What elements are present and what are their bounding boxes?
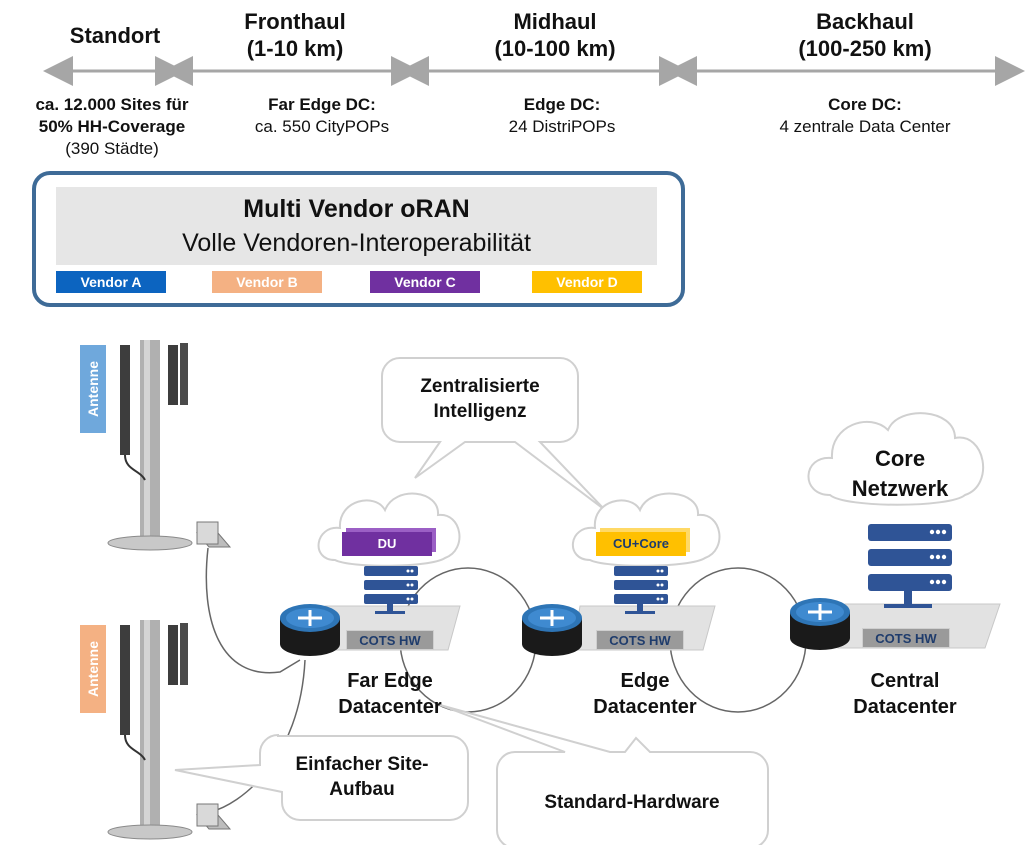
antenna-mast-bottom [107,620,232,840]
vendor-d-badge: Vendor D [532,271,642,293]
vendor-b-badge: Vendor B [212,271,322,293]
router-far-edge [280,604,340,656]
server-far-edge [364,566,418,614]
dc-label-central: Central Datacenter [853,670,957,718]
desc-standort: ca. 12.000 Sites für 50% HH-Coverage (39… [35,95,189,158]
header-fronthaul: Fronthaul (1-10 km) [244,9,346,61]
fiber-line-top [205,547,301,674]
core-network-label: Core Netzwerk [851,446,949,501]
dc-label-edge: Edge Datacenter [593,670,697,718]
desc-fronthaul: Far Edge DC: ca. 550 CityPOPs [254,95,390,136]
server-dots [406,529,947,601]
oran-title: Multi Vendor oRAN [243,195,470,223]
bubble-site-text: Einfacher Site- Aufbau [295,754,429,800]
antenna-label-bottom: Antenne [80,625,106,713]
bubble-site [174,733,469,821]
cots-far-edge: COTS HW [346,630,434,650]
oran-panel: Multi Vendor oRAN Volle Vendoren-Interop… [32,171,685,307]
bubble-hardware [439,704,769,845]
header-backhaul: Backhaul (100-250 km) [798,9,932,61]
dc-label-far-edge: Far Edge Datacenter [338,670,442,718]
vendor-c-badge: Vendor C [370,271,480,293]
router-edge [522,604,582,656]
oran-inner: Multi Vendor oRAN Volle Vendoren-Interop… [56,187,657,265]
cucore-module: CU+Core [596,532,686,556]
desc-midhaul: Edge DC: 24 DistriPOPs [508,95,616,136]
cots-edge: COTS HW [596,630,684,650]
bubble-intelligence [381,357,606,511]
cloud-core [807,412,984,506]
bubble-hardware-text: Standard-Hardware [544,792,720,813]
cots-central: COTS HW [862,628,950,648]
server-edge [614,566,668,614]
bubble-intelligence-text: Zentralisierte Intelligenz [420,376,540,422]
header-standort: Standort [69,23,161,48]
antenna-mast-top [107,340,232,551]
antenna-label-top: Antenne [80,345,106,433]
server-central [868,524,952,608]
vendor-a-badge: Vendor A [56,271,166,293]
du-module: DU [342,532,432,556]
header-midhaul: Midhaul (10-100 km) [494,9,616,61]
router-central [790,598,850,650]
desc-backhaul: Core DC: 4 zentrale Data Center [779,95,951,136]
oran-subtitle: Volle Vendoren-Interoperabilität [182,229,531,257]
